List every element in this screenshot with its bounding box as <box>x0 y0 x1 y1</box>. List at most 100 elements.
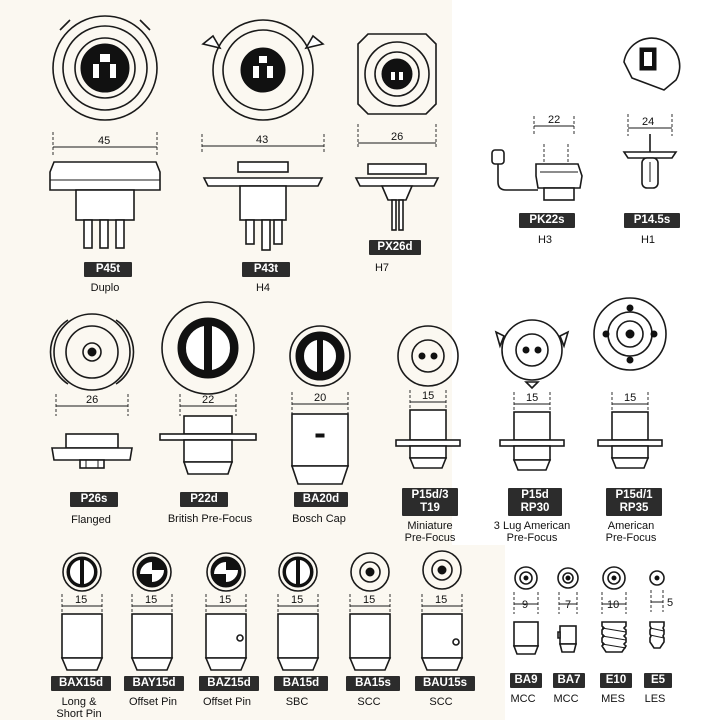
bulb-bay15d: 15 <box>122 550 182 674</box>
ba15d-description: SBC <box>285 696 309 708</box>
px26d-code: PX26d <box>369 240 421 255</box>
bulb-p15d1: 15 <box>590 294 670 488</box>
baz15d-code: BAZ15d <box>199 676 259 691</box>
p45t-code: P45t <box>84 262 132 277</box>
bay15d-drawing: 15 <box>130 552 174 671</box>
p45t-dimension: 45 <box>98 135 110 147</box>
e5-drawing: 5 <box>649 570 673 649</box>
bulb-p26s: 26 <box>44 306 140 486</box>
p145s-dimension: 24 <box>642 116 654 128</box>
bulb-p43t: 43 <box>200 14 326 260</box>
ba20d-code: BA20d <box>294 492 348 507</box>
p15d-description-line1: 3 Lug American <box>493 520 571 532</box>
p15d-description-line2: Pre-Focus <box>506 532 558 544</box>
bulb-baz15d: 15 <box>196 550 256 674</box>
p26s-dimension: 26 <box>86 394 98 406</box>
p43t-code: P43t <box>242 262 290 277</box>
p43t-dimension: 43 <box>256 134 268 146</box>
ba9-code: BA9 <box>510 673 542 688</box>
p15d1-drawing: 15 <box>593 297 667 469</box>
p22d-description: British Pre-Focus <box>167 513 253 525</box>
pk22s-dimension: 22 <box>548 114 560 126</box>
e5-code: E5 <box>644 673 672 688</box>
bulb-p15d3: 15 <box>388 318 468 488</box>
ba15d-drawing: 15 <box>276 552 320 671</box>
bulb-ba15s: 15 <box>340 550 400 674</box>
p26s-code: P26s <box>70 492 118 507</box>
bulb-bau15s: 15 <box>412 546 472 674</box>
baz15d-drawing: 15 <box>204 552 248 671</box>
p15d1-dimension: 15 <box>624 392 636 404</box>
p22d-drawing: 22 <box>159 301 257 475</box>
p15d-description: 3 Lug American Pre-Focus <box>490 520 574 544</box>
p15d-drawing: 15 <box>494 319 570 471</box>
bax15d-code: BAX15d <box>51 676 111 691</box>
ba20d-dimension: 20 <box>314 392 326 404</box>
pk22s-description: H3 <box>537 234 553 246</box>
p15d-dimension: 15 <box>526 392 538 404</box>
bulb-bax15d: 15 <box>52 550 112 674</box>
bulb-ba7: 7 <box>550 566 586 672</box>
bulb-p145s: 24 <box>614 22 690 212</box>
p15d1-code-line1: P15d/1 <box>615 489 653 501</box>
p15d-code-line2: RP30 <box>520 502 550 514</box>
bay15d-code: BAY15d <box>124 676 184 691</box>
bulb-e5: 5 <box>642 566 678 672</box>
ba7-code: BA7 <box>553 673 585 688</box>
background-panel <box>452 0 720 545</box>
ba15s-drawing: 15 <box>348 552 392 671</box>
bulb-ba15d: 15 <box>268 550 328 674</box>
p15d-code-line1: P15d <box>521 489 549 501</box>
ba15s-code: BA15s <box>346 676 400 691</box>
ba15s-dimension: 15 <box>363 594 375 606</box>
p15d3-code-line1: P15d/3 <box>411 489 449 501</box>
baz15d-dimension: 15 <box>219 594 231 606</box>
ba15s-description: SCC <box>357 696 381 708</box>
bulb-px26d: 26 <box>352 28 442 238</box>
bulb-p22d: 22 <box>156 298 260 488</box>
p45t-description: Duplo <box>90 282 120 294</box>
p145s-drawing: 24 <box>622 37 681 189</box>
bax15d-description: Long & Short Pin <box>46 696 112 720</box>
ba20d-drawing: 20 <box>289 325 351 485</box>
e5-dimension: 5 <box>667 597 673 609</box>
p15d3-code: P15d/3 T19 <box>402 488 458 516</box>
bau15s-description: SCC <box>429 696 453 708</box>
ba9-description: MCC <box>510 693 536 705</box>
bax15d-drawing: 15 <box>60 552 104 671</box>
p22d-dimension: 22 <box>202 394 214 406</box>
ba7-dimension: 7 <box>565 599 571 611</box>
bulb-ba9: 9 <box>506 566 546 672</box>
p15d3-drawing: 15 <box>395 325 461 469</box>
bau15s-dimension: 15 <box>435 594 447 606</box>
p15d3-description: Miniature Pre-Focus <box>396 520 464 544</box>
pk22s-drawing: 22 <box>491 114 583 201</box>
bax15d-description-line2: Short Pin <box>56 708 102 720</box>
p15d1-description-line1: American <box>607 520 655 532</box>
ba9-dimension: 9 <box>522 599 528 611</box>
ba15d-code: BA15d <box>274 676 328 691</box>
bulb-e10: 10 <box>594 566 634 672</box>
p15d3-code-line2: T19 <box>420 502 440 514</box>
p15d3-dimension: 15 <box>422 390 434 402</box>
p26s-drawing: 26 <box>49 313 135 469</box>
p15d1-description-line2: Pre-Focus <box>605 532 657 544</box>
p45t-drawing: 45 <box>49 15 161 249</box>
p145s-description: H1 <box>640 234 656 246</box>
ba15d-dimension: 15 <box>291 594 303 606</box>
p15d3-description-line2: Pre-Focus <box>404 532 456 544</box>
p22d-code: P22d <box>180 492 228 507</box>
bulb-ba20d: 20 <box>282 322 358 488</box>
bay15d-description: Offset Pin <box>128 696 178 708</box>
ba7-drawing: 7 <box>557 567 579 653</box>
px26d-dimension: 26 <box>391 131 403 143</box>
baz15d-description: Offset Pin <box>202 696 252 708</box>
p15d3-description-line1: Miniature <box>407 520 453 532</box>
bulb-p15d: 15 <box>492 306 572 488</box>
px26d-description: H7 <box>374 262 390 274</box>
bau15s-code: BAU15s <box>415 676 475 691</box>
px26d-drawing: 26 <box>354 33 440 231</box>
p15d1-code: P15d/1 RP35 <box>606 488 662 516</box>
e10-dimension: 10 <box>607 599 619 611</box>
p15d-code: P15d RP30 <box>508 488 562 516</box>
